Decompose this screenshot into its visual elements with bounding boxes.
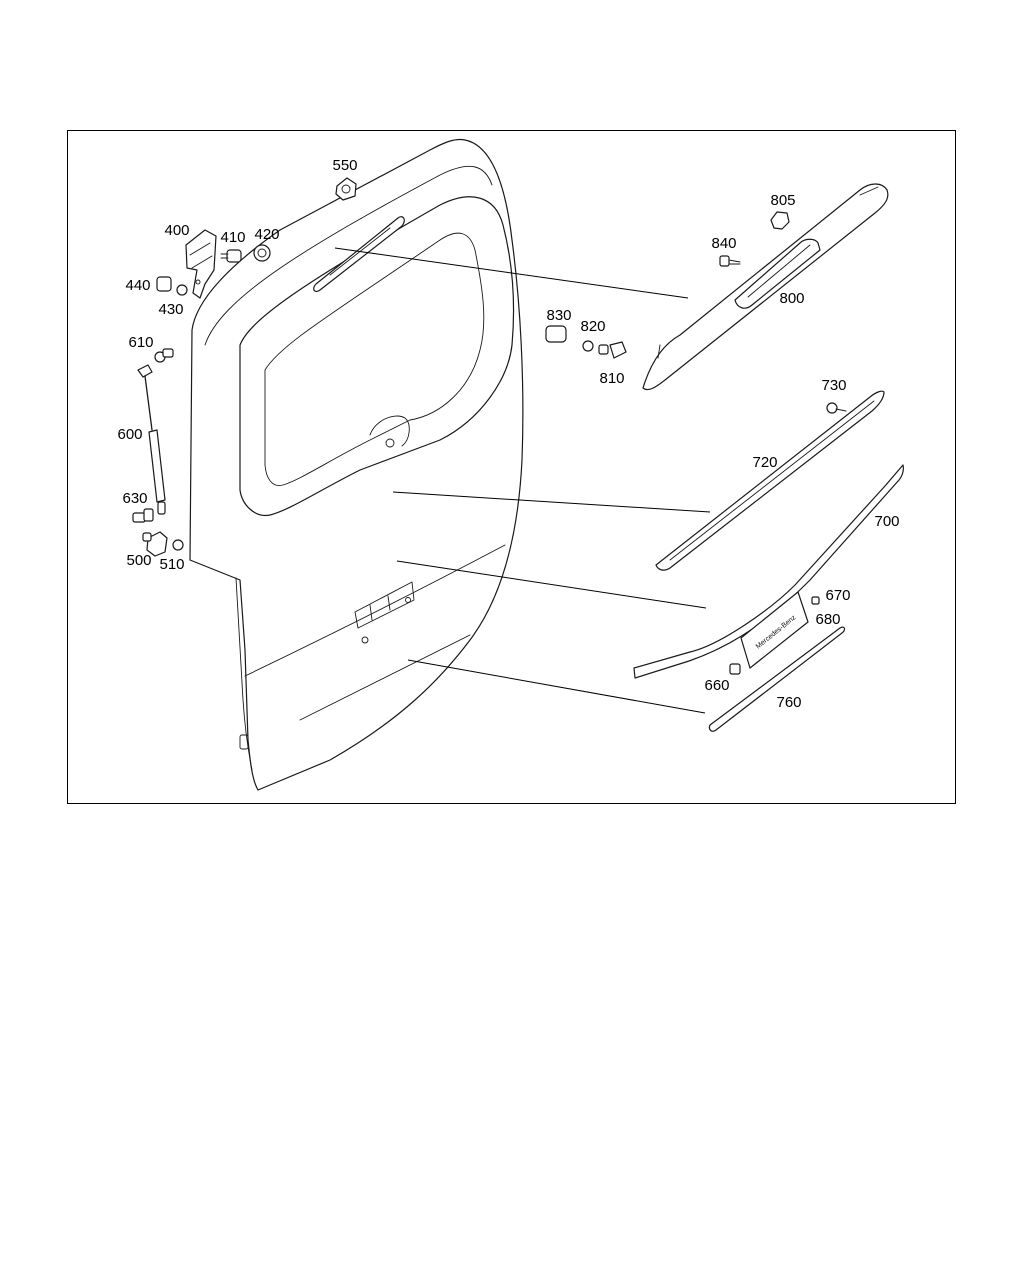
diagram-frame (67, 130, 956, 804)
callout-660: 660 (704, 677, 729, 694)
callout-610: 610 (128, 334, 153, 351)
callout-810: 810 (599, 370, 624, 387)
screw-730 (826, 402, 847, 414)
callout-400: 400 (164, 222, 189, 239)
callout-410: 410 (220, 229, 245, 246)
trim-panel-700 (633, 464, 904, 679)
clip-510 (172, 539, 184, 551)
callout-510: 510 (159, 556, 184, 573)
nut-810 (598, 341, 627, 359)
cap-440 (156, 276, 172, 292)
callout-760: 760 (776, 694, 801, 711)
callout-830: 830 (546, 307, 571, 324)
callout-680: 680 (815, 611, 840, 628)
washer-430 (176, 284, 188, 296)
bumper-500 (142, 531, 168, 557)
grommet-805 (770, 211, 790, 230)
bracket-550 (335, 177, 357, 201)
callout-840: 840 (711, 235, 736, 252)
callout-430: 430 (158, 301, 183, 318)
callout-440: 440 (125, 277, 150, 294)
callouts: 550 805 400 410 420 840 440 430 800 830 … (117, 157, 899, 711)
trim-strip-720 (655, 390, 885, 571)
ballstud-630 (132, 508, 154, 523)
trim-760 (708, 626, 846, 732)
screw-840 (719, 255, 741, 267)
callout-630: 630 (122, 490, 147, 507)
ballstud-610 (154, 348, 174, 363)
tailgate-panel (189, 138, 524, 791)
hinge-400 (185, 229, 217, 299)
callout-820: 820 (580, 318, 605, 335)
callout-720: 720 (752, 454, 777, 471)
callout-420: 420 (254, 226, 279, 243)
gas-strut-600 (137, 364, 166, 515)
screw-670 (811, 596, 820, 605)
bolt-410 (220, 249, 242, 263)
spoiler-800 (642, 183, 889, 391)
nut-420 (253, 244, 271, 262)
washer-820 (582, 340, 594, 352)
callout-500: 500 (126, 552, 151, 569)
sleeve-830 (545, 325, 567, 343)
callout-600: 600 (117, 426, 142, 443)
callout-670: 670 (825, 587, 850, 604)
callout-730: 730 (821, 377, 846, 394)
nut-660 (729, 663, 741, 675)
callout-700: 700 (874, 513, 899, 530)
callout-800: 800 (779, 290, 804, 307)
leader-lines (334, 247, 711, 714)
callout-805: 805 (770, 192, 795, 209)
callout-550: 550 (332, 157, 357, 174)
